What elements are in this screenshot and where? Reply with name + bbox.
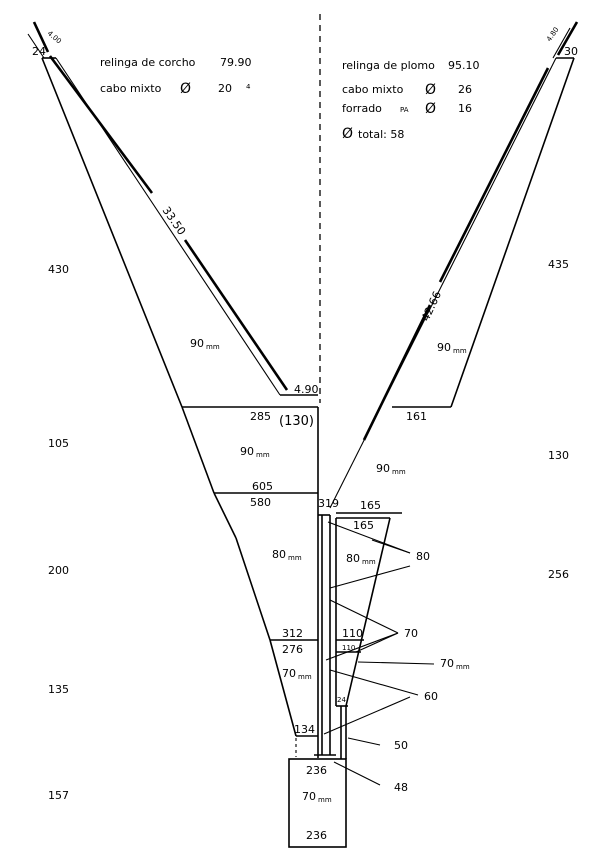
legend-lead-label: relinga de plomo (342, 59, 435, 72)
svg-text:90: 90 (240, 445, 254, 458)
legend-cable-label: cabo mixto (100, 82, 162, 95)
left-p1-top: 285 (250, 410, 271, 423)
right-p3-top: 110 (342, 644, 355, 652)
legend-cable-value: 20 (218, 82, 232, 95)
legend-lined-material: PA (400, 106, 409, 114)
depth-left-3: 135 (48, 683, 69, 696)
left-p3-top: 276 (282, 643, 303, 656)
right-tip-length: 4.80 (545, 26, 560, 43)
depth-right-1: 130 (548, 449, 569, 462)
depth-left-0: 430 (48, 263, 69, 276)
legend-lead-value: 95.10 (448, 59, 480, 72)
left-p1-bottom: 605 (252, 480, 273, 493)
left-tip-meshes: 24 (32, 45, 46, 58)
callout-80: 80 (416, 550, 430, 563)
legend-cable-diam-symbol: Ø (180, 81, 191, 97)
callout-60: 60 (424, 690, 438, 703)
left-wing (27, 21, 318, 408)
legend-cork-label: relinga de corcho (100, 56, 196, 69)
left-p3-bottom: 134 (294, 723, 315, 736)
svg-text:mm: mm (453, 347, 467, 355)
svg-text:70: 70 (440, 657, 454, 670)
left-p1-note: (130) (279, 414, 314, 429)
depth-left-4: 157 (48, 789, 69, 802)
svg-text:mm: mm (288, 554, 302, 562)
svg-text:70: 70 (282, 667, 296, 680)
svg-text:90: 90 (437, 341, 451, 354)
codend (288, 706, 347, 848)
legend-left: relinga de corcho 79.90 cabo mixto Ø 20 … (100, 56, 252, 97)
legend-rcable-value: 26 (458, 83, 472, 96)
svg-text:90: 90 (376, 462, 390, 475)
callout-70: 70 (404, 627, 418, 640)
left-p2-top: 580 (250, 496, 271, 509)
left-p2-bottom: 312 (282, 627, 303, 640)
right-footrope-length: 42.66 (419, 289, 444, 323)
legend-lined-diam-symbol: Ø (425, 101, 436, 117)
legend-rcable-diam-symbol: Ø (425, 82, 436, 98)
svg-text:mm: mm (362, 558, 376, 566)
codend-top: 236 (306, 764, 327, 777)
legend-lined-value: 16 (458, 102, 472, 115)
svg-text:mm: mm (392, 468, 406, 476)
right-p1-top: 161 (406, 410, 427, 423)
svg-text:mm: mm (318, 796, 332, 804)
depth-right-2: 256 (548, 568, 569, 581)
legend-cork-value: 79.90 (220, 56, 252, 69)
right-p2-bottom: 110 (342, 627, 363, 640)
callout-lines (323, 521, 435, 786)
right-body (335, 406, 451, 707)
left-tip-length: 4.00 (46, 29, 63, 45)
svg-text:mm: mm (256, 451, 270, 459)
left-inner-length: 4.90 (294, 383, 319, 396)
svg-text:mm: mm (456, 663, 470, 671)
legend-right: relinga de plomo 95.10 cabo mixto Ø 26 f… (342, 59, 480, 142)
callout-50: 50 (394, 739, 408, 752)
legend-cable-note: ⁴ (246, 82, 251, 95)
svg-text:mm: mm (206, 343, 220, 351)
codend-bottom: 236 (306, 829, 327, 842)
legend-total-label: total: 58 (358, 128, 404, 141)
depth-left-1: 105 (48, 437, 69, 450)
svg-text:mm: mm (298, 673, 312, 681)
legend-rcable-label: cabo mixto (342, 83, 404, 96)
right-p2-top: 165 (353, 519, 374, 532)
svg-text:70: 70 (302, 790, 316, 803)
center-strip (314, 514, 336, 756)
legend-total-symbol: Ø (342, 126, 353, 142)
right-p1-bottom: 165 (360, 499, 381, 512)
right-tip-meshes: 30 (564, 45, 578, 58)
svg-text:90: 90 (190, 337, 204, 350)
depth-left-2: 200 (48, 564, 69, 577)
svg-text:80: 80 (272, 548, 286, 561)
strip-top: 319 (318, 497, 339, 510)
legend-lined-label: forrado (342, 102, 382, 115)
callout-48: 48 (394, 781, 408, 794)
right-wing (329, 21, 579, 509)
left-body (181, 406, 319, 758)
depth-right-0: 435 (548, 258, 569, 271)
svg-text:80: 80 (346, 552, 360, 565)
right-p3-bottom: 24 (337, 696, 346, 704)
